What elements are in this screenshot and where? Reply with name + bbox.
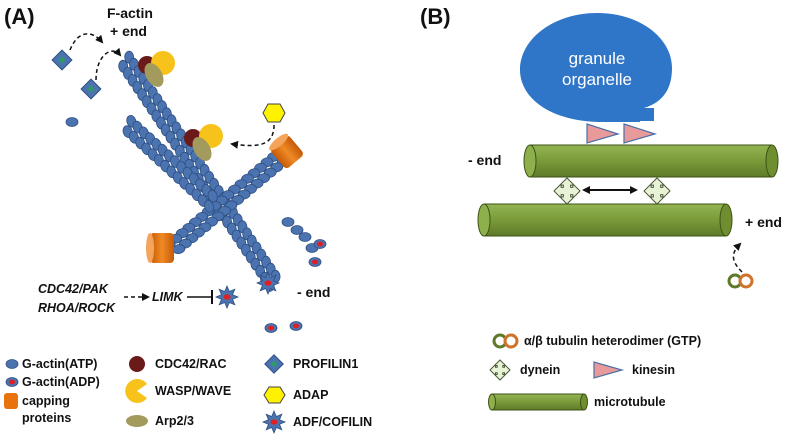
limk-label: LIMK	[152, 290, 184, 304]
legend-kinesin-icon	[593, 361, 625, 379]
legend-profilin1: PROFILIN1	[293, 357, 358, 371]
g-actin-adp-group	[264, 239, 327, 333]
granule-label-line2: organelle	[562, 70, 632, 89]
legend-adf-cofilin-icon	[261, 409, 287, 435]
legend-cdc42-rac: CDC42/RAC	[155, 357, 227, 371]
pathway-cdc42-pak: CDC42/PAK	[38, 282, 109, 296]
legend-g-actin-adp: G-actin(ADP)	[22, 375, 100, 389]
legend-profilin1-icon	[264, 354, 284, 374]
panel-b-label: (B)	[420, 4, 451, 29]
actin-bead	[204, 200, 215, 213]
adap-icon	[262, 103, 286, 123]
legend-dynein-icon	[489, 359, 511, 381]
factin-label: F-actin	[107, 5, 153, 21]
profilin-arrow	[95, 47, 122, 81]
g-actin-adp-icon	[308, 257, 322, 267]
adf-cofilin-target-icon	[214, 284, 240, 310]
microtubule-plus-end-label: + end	[745, 214, 782, 230]
actin-filaments	[118, 50, 290, 292]
legend-capping-line1: capping	[22, 394, 70, 408]
legend-wasp-wave-icon	[125, 379, 147, 404]
kinesin-motor	[623, 123, 658, 144]
nucleation-complex-branch	[184, 124, 223, 161]
legend-g-actin-adp-icon	[5, 377, 19, 387]
legend-arp23: Arp2/3	[155, 414, 194, 428]
profilin1-icon	[51, 49, 73, 71]
dynein-motor	[643, 177, 671, 205]
legend-tubulin-beta-icon	[503, 333, 519, 349]
panel-a-legend: G-actin(ATP) G-actin(ADP) capping protei…	[4, 354, 372, 435]
legend-adap-icon	[263, 386, 286, 404]
legend-cdc42-rac-icon	[129, 356, 145, 372]
microtubule-upper	[523, 144, 779, 178]
kinesin-motor	[586, 123, 621, 144]
g-actin-monomer	[281, 217, 295, 227]
legend-microtubule-icon	[488, 393, 588, 411]
legend-arp23-icon	[126, 415, 148, 427]
actin-bead	[207, 189, 218, 203]
dynein-motor	[553, 177, 581, 205]
arp23-icon	[192, 137, 212, 161]
legend-g-actin-atp-icon	[5, 359, 19, 369]
profilin-arrow	[69, 33, 104, 51]
legend-g-actin-atp: G-actin(ATP)	[22, 357, 97, 371]
legend-tubulin: α/β tubulin heterodimer (GTP)	[524, 334, 701, 348]
arp23-icon	[144, 63, 164, 87]
panel-b-legend: α/β tubulin heterodimer (GTP) dynein kin…	[488, 333, 701, 411]
nucleation-complex-top	[138, 51, 175, 87]
microtubule-minus-end-label: - end	[468, 152, 501, 168]
g-actin-adp-icon	[264, 323, 278, 333]
legend-adf-cofilin: ADF/COFILIN	[293, 415, 372, 429]
legend-capping-line2: proteins	[22, 411, 71, 425]
panel-a-label: (A)	[4, 4, 35, 29]
legend-dynein: dynein	[520, 363, 560, 377]
granule-organelle: granule organelle	[520, 13, 672, 122]
legend-kinesin: kinesin	[632, 363, 675, 377]
legend-wasp-wave: WASP/WAVE	[155, 384, 231, 398]
microtubule-lower	[477, 203, 733, 237]
g-actin-monomer	[65, 117, 79, 127]
g-actin-adp-icon	[289, 321, 303, 331]
capping-protein-icon	[146, 233, 174, 263]
g-actin-monomer	[298, 232, 312, 242]
filament-minus-end-label: - end	[297, 284, 330, 300]
factin-plus-end-label: + end	[110, 23, 147, 39]
pathway-rhoa-rock: RHOA/ROCK	[38, 301, 116, 315]
capping-protein-icon	[269, 133, 303, 169]
tubulin-heterodimer	[727, 273, 754, 289]
profilin1-icon	[80, 78, 102, 100]
adf-cofilin-on-filament	[255, 270, 281, 296]
g-actin-monomer	[290, 225, 304, 235]
tubulin-arrow	[732, 242, 743, 273]
legend-microtubule: microtubule	[594, 395, 666, 409]
legend-adap: ADAP	[293, 388, 328, 402]
legend-capping-icon	[4, 393, 18, 409]
granule-label-line1: granule	[569, 49, 626, 68]
adap-arrow	[230, 124, 275, 149]
g-actin-adp-icon	[313, 239, 327, 249]
